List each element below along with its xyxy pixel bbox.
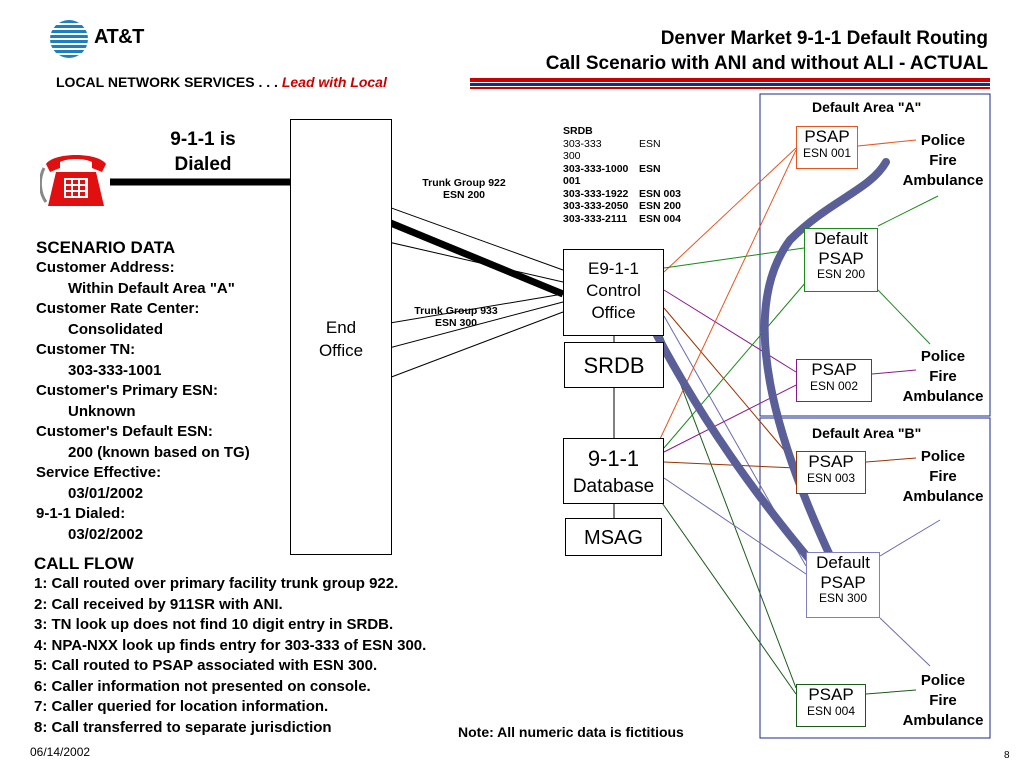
e911-control-office: E9-1-1 Control Office (563, 249, 664, 336)
subtitle-emphasis: Lead with Local (281, 74, 387, 90)
default-area-b-border (759, 417, 991, 739)
default-area-b-label: Default Area "B" (812, 425, 922, 441)
srdb-tn: 303-333-2111 (563, 212, 628, 225)
srdb-tn: 303-333-2050 (563, 200, 629, 212)
call-flow-heading: CALL FLOW (34, 554, 134, 573)
default-area-a-label: Default Area "A" (812, 99, 922, 115)
subtitle: LOCAL NETWORK SERVICES . . . Lead with L… (56, 74, 387, 90)
srdb-row: 303-333 ESN (563, 138, 693, 151)
srdb-esn: ESN (639, 162, 661, 175)
end-office-box-outline: End Office (290, 119, 392, 555)
call-path-to-esn300 (644, 314, 814, 564)
scenario-data: SCENARIO DATA Customer Address: Within De… (36, 237, 250, 545)
srdb-esn: ESN (639, 137, 661, 150)
note: Note: All numeric data is fictitious (458, 724, 684, 740)
route-esn003 (663, 307, 797, 465)
scenario-value: 03/01/2002 (68, 484, 144, 502)
att-logo: AT&T (50, 20, 150, 58)
call-flow-step: 2: Call received by 911SR with ANI. (34, 595, 283, 613)
trunk-922-label: Trunk Group 922 ESN 200 (422, 177, 506, 201)
call-flow-step: 1: Call routed over primary facility tru… (34, 575, 399, 592)
srdb-table-title: SRDB (563, 125, 593, 137)
default-psap-esn-200: Default PSAP ESN 200 (804, 228, 878, 292)
srdb-tn: 303-333-1000 (563, 162, 629, 175)
default-area-a-border (759, 93, 991, 417)
srdb-row: 300 (563, 150, 693, 163)
call-flow: CALL FLOW 1: Call routed over primary fa… (34, 553, 426, 738)
header-blue-bar (470, 83, 990, 86)
scenario-label: Customer TN: (36, 341, 136, 358)
route-esn002 (663, 289, 797, 373)
header-red-bar (470, 78, 990, 82)
call-flow-step: 8: Call transferred to separate jurisdic… (34, 718, 332, 736)
srdb-esn: ESN 004 (639, 212, 682, 225)
scenario-label: Service Effective: (36, 464, 162, 481)
srdb-box: SRDB (564, 342, 664, 388)
end-office-label: End Office (318, 318, 364, 360)
call-flow-step: 5: Call routed to PSAP associated with E… (34, 657, 378, 674)
scenario-heading: SCENARIO DATA (36, 238, 176, 257)
header-red-bar-2 (470, 87, 990, 89)
scenario-value: 303-333-1001 (68, 361, 162, 379)
globe-icon (50, 20, 88, 58)
srdb-esn: ESN 200 (639, 200, 682, 212)
psap-esn-001: PSAP ESN 001 (796, 126, 858, 169)
scenario-value: Within Default Area "A" (68, 279, 235, 297)
call-flow-step: 3: TN look up does not find 10 digit ent… (34, 616, 394, 633)
route-esn001 (663, 147, 797, 273)
srdb-tn: 303-333 (563, 137, 602, 150)
psap-esn-003: PSAP ESN 003 (796, 451, 866, 494)
srdb-row: 303-333-1922 ESN 003 (563, 188, 693, 201)
footer-date: 06/14/2002 (30, 745, 91, 759)
call-flow-step: 7: Caller queried for location informati… (34, 698, 329, 715)
dialed-label: 9-1-1 is Dialed (170, 129, 236, 175)
911-database: 9-1-1 Database (563, 438, 664, 504)
scenario-value: 03/02/2002 (68, 525, 144, 543)
subtitle-prefix: LOCAL NETWORK SERVICES . . . (56, 74, 282, 90)
scenario-value: Consolidated (68, 320, 164, 338)
srdb-row: 303-333-2111 ESN 004 (563, 213, 693, 226)
srdb-esn: ESN 003 (639, 187, 682, 200)
call-flow-step: 4: NPA-NXX look up finds entry for 303-3… (34, 636, 427, 654)
logo-text: AT&T (94, 26, 144, 48)
psap-esn-002: PSAP ESN 002 (796, 359, 872, 402)
srdb-tn: 300 (563, 150, 581, 162)
telephone-icon (38, 150, 112, 212)
page-title-line1: Denver Market 9-1-1 Default Routing (660, 28, 988, 49)
srdb-tn: 303-333-1922 (563, 187, 629, 200)
srdb-row: 001 (563, 175, 693, 188)
scenario-label: 9-1-1 Dialed: (36, 505, 126, 522)
scenario-value: 200 (known based on TG) (68, 443, 250, 461)
srdb-row: 303-333-2050 ESN 200 (563, 200, 693, 213)
call-flow-step: 6: Caller information not presented on c… (34, 677, 371, 695)
msag-box: MSAG (565, 518, 662, 556)
srdb-row: 303-333-1000 ESN (563, 163, 693, 176)
scenario-label: Customer's Primary ESN: (36, 382, 218, 399)
scenario-label: Customer Address: (36, 259, 175, 276)
scenario-label: Customer's Default ESN: (36, 423, 213, 440)
default-psap-esn-300: Default PSAP ESN 300 (806, 552, 880, 618)
psap-esn-004: PSAP ESN 004 (796, 684, 866, 727)
page-title-line2: Call Scenario with ANI and without ALI -… (545, 53, 988, 74)
page-number: 8 (1004, 750, 1010, 761)
trunk-933-label: Trunk Group 933 ESN 300 (414, 305, 498, 329)
scenario-label: Customer Rate Center: (36, 300, 200, 317)
scenario-value: Unknown (68, 402, 136, 420)
srdb-tn: 001 (563, 175, 581, 187)
